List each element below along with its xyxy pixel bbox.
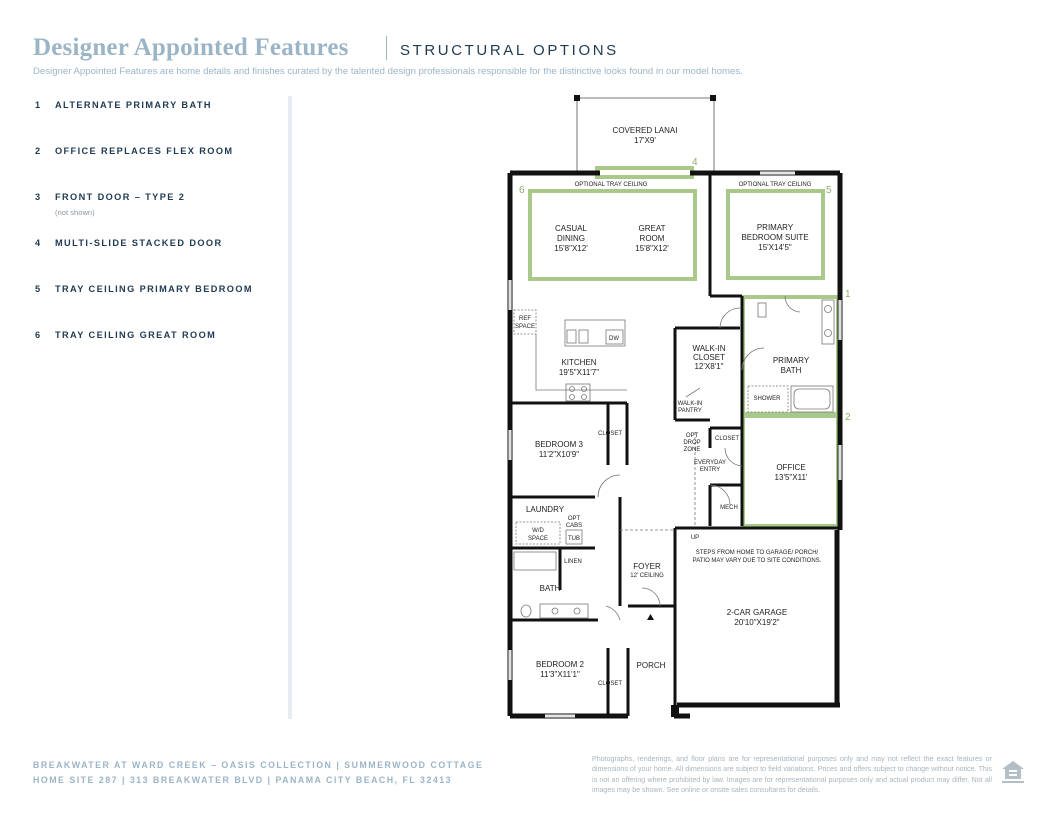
page-title: Designer Appointed Features <box>33 34 349 61</box>
interior-walls <box>510 173 840 716</box>
vertical-divider <box>288 96 292 719</box>
porch-name: PORCH <box>637 661 666 670</box>
walk-in-closet-dim: 12'X8'1" <box>694 362 723 371</box>
tray-ceiling-great-room-highlight <box>528 189 697 281</box>
lanai-outline <box>576 97 715 173</box>
closet-bed3-label: CLOSET <box>598 431 622 437</box>
wd-label2: SPACE <box>528 536 548 542</box>
lanai-post <box>710 95 716 101</box>
page-subtitle: Designer Appointed Features are home det… <box>33 66 743 77</box>
primary-suite-dim: 15'X14'5" <box>758 243 792 252</box>
great-room-name2: ROOM <box>640 234 665 243</box>
bedroom2-name: BEDROOM 2 <box>536 660 585 669</box>
fixtures <box>513 295 835 621</box>
section-title: STRUCTURAL OPTIONS <box>400 42 619 59</box>
window-lines <box>509 172 841 717</box>
great-room-dim: 15'8"X12' <box>635 244 669 253</box>
option-marker-1: 1 <box>845 289 851 300</box>
closet-bed2-label: CLOSET <box>598 681 622 687</box>
bath-name: BATH <box>540 584 561 593</box>
entry-arrow <box>647 614 654 620</box>
dw-label: DW <box>609 336 619 342</box>
kitchen-name: KITCHEN <box>561 358 596 367</box>
pantry-label1: WALK-IN <box>678 401 703 407</box>
foyer-name: FOYER <box>633 562 661 571</box>
primary-bath-name1: PRIMARY <box>773 356 810 365</box>
up-label: UP <box>691 535 699 541</box>
footer-disclaimer: Photographs, renderings, and floor plans… <box>592 755 992 794</box>
opt-cabs-label2: CABS <box>566 523 582 529</box>
drop-zone-label1: OPT <box>686 433 699 439</box>
foyer-note: 12' CEILING <box>630 573 664 579</box>
primary-bath-name2: BATH <box>781 366 802 375</box>
option-marker-6: 6 <box>519 185 525 196</box>
tray-ceiling-left-label: OPTIONAL TRAY CEILING <box>575 182 648 188</box>
garage-dim: 20'10"X19'2" <box>734 618 779 627</box>
drop-zone-label3: ZONE <box>684 447 701 453</box>
ref-label2: SPACE <box>515 324 535 330</box>
closet-entry-label: CLOSET <box>715 436 739 442</box>
stacked-door-highlight <box>595 166 694 179</box>
primary-suite-name2: BEDROOM SUITE <box>741 233 808 242</box>
garage-corner <box>671 705 679 717</box>
linen-label: LINEN <box>564 559 582 565</box>
feature-note: (not shown) <box>55 208 95 217</box>
tray-ceiling-right-label: OPTIONAL TRAY CEILING <box>739 182 812 188</box>
opt-cabs-label1: OPT <box>568 516 581 522</box>
option-marker-2: 2 <box>845 412 851 423</box>
footer-line2: HOME SITE 287 | 313 BREAKWATER BLVD | PA… <box>33 774 453 785</box>
dining-name2: DINING <box>557 234 585 243</box>
pantry-label2: PANTRY <box>678 408 702 414</box>
bedroom3-dim: 11'2"X10'9" <box>539 450 579 459</box>
kitchen-dim: 19'5"X11'7" <box>559 368 599 377</box>
footer-address: BREAKWATER AT WARD CREEK – OASIS COLLECT… <box>33 758 483 787</box>
lanai-dim: 17'X9' <box>634 136 656 145</box>
footer-line1: BREAKWATER AT WARD CREEK – OASIS COLLECT… <box>33 760 484 770</box>
dining-name1: CASUAL <box>555 224 588 233</box>
title-divider <box>386 36 387 60</box>
steps-note2: PATIO MAY VARY DUE TO SITE CONDITIONS. <box>693 558 822 564</box>
great-room-name1: GREAT <box>639 224 666 233</box>
office-name: OFFICE <box>776 463 805 472</box>
bedroom3-name: BEDROOM 3 <box>535 440 584 449</box>
lanai-post <box>574 95 580 101</box>
dining-dim: 15'8"X12' <box>554 244 588 253</box>
walk-in-closet-name1: WALK-IN <box>692 344 725 353</box>
lanai-name: COVERED LANAI <box>613 126 678 135</box>
everyday-entry-label2: ENTRY <box>700 467 720 473</box>
walk-in-closet-name2: CLOSET <box>693 353 725 362</box>
steps-note1: STEPS FROM HOME TO GARAGE/ PORCH/ <box>696 550 819 556</box>
tub-label: TUB <box>568 536 580 542</box>
mech-label: MECH <box>720 505 738 511</box>
option-marker-4: 4 <box>692 157 698 168</box>
equal-housing-icon <box>1002 761 1024 783</box>
office-dim: 13'5"X11' <box>775 473 808 482</box>
drop-zone-label2: DROP <box>683 440 700 446</box>
primary-suite-name1: PRIMARY <box>757 223 794 232</box>
bedroom2-dim: 11'3"X11'1" <box>540 670 580 679</box>
garage-name: 2-CAR GARAGE <box>727 608 787 617</box>
wd-label1: W/D <box>532 528 544 534</box>
option-marker-5: 5 <box>826 185 832 196</box>
ref-label1: REF <box>519 316 531 322</box>
laundry-name: LAUNDRY <box>526 505 565 514</box>
tray-ceiling-primary-highlight <box>726 189 825 280</box>
everyday-entry-label1: EVERYDAY <box>694 460 726 466</box>
shower-label: SHOWER <box>754 396 782 402</box>
option-markers: 1 2 4 5 6 <box>519 157 851 423</box>
